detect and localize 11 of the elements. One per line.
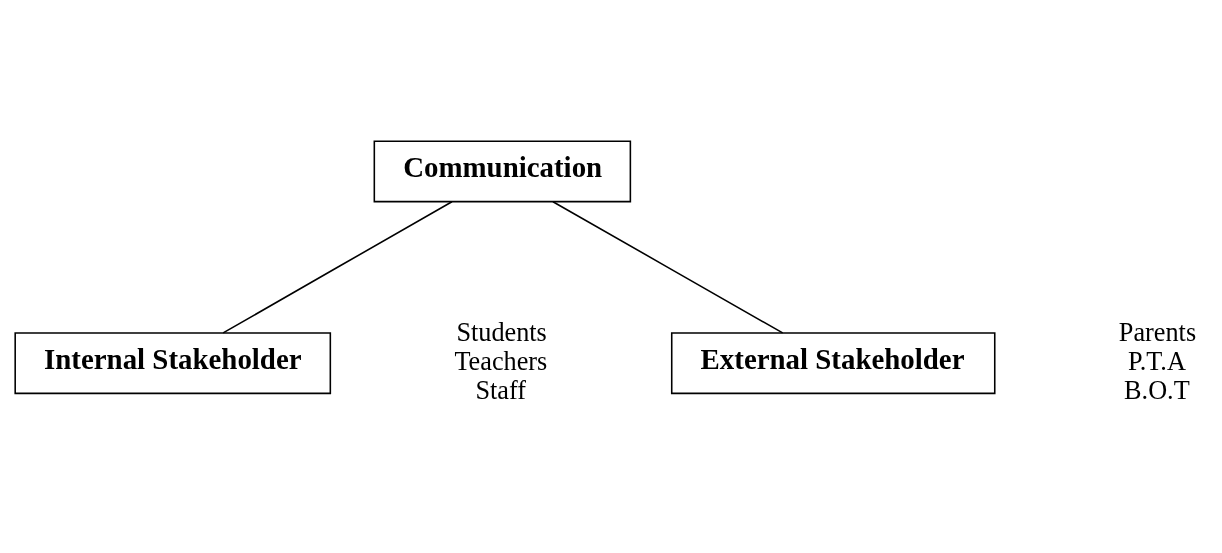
- node-label: P.T.A: [1128, 346, 1186, 376]
- node-label: Students: [456, 317, 547, 347]
- node-label: B.O.T: [1124, 375, 1190, 405]
- node-label: Teachers: [454, 346, 548, 376]
- node-box: External Stakeholder: [670, 332, 996, 395]
- node-label: Parents: [1118, 317, 1197, 347]
- connector: [222, 200, 453, 334]
- node-box: Internal Stakeholder: [14, 332, 332, 395]
- node-box: Communication: [373, 140, 632, 203]
- node-label: Staff: [475, 375, 526, 405]
- connector: [552, 200, 784, 334]
